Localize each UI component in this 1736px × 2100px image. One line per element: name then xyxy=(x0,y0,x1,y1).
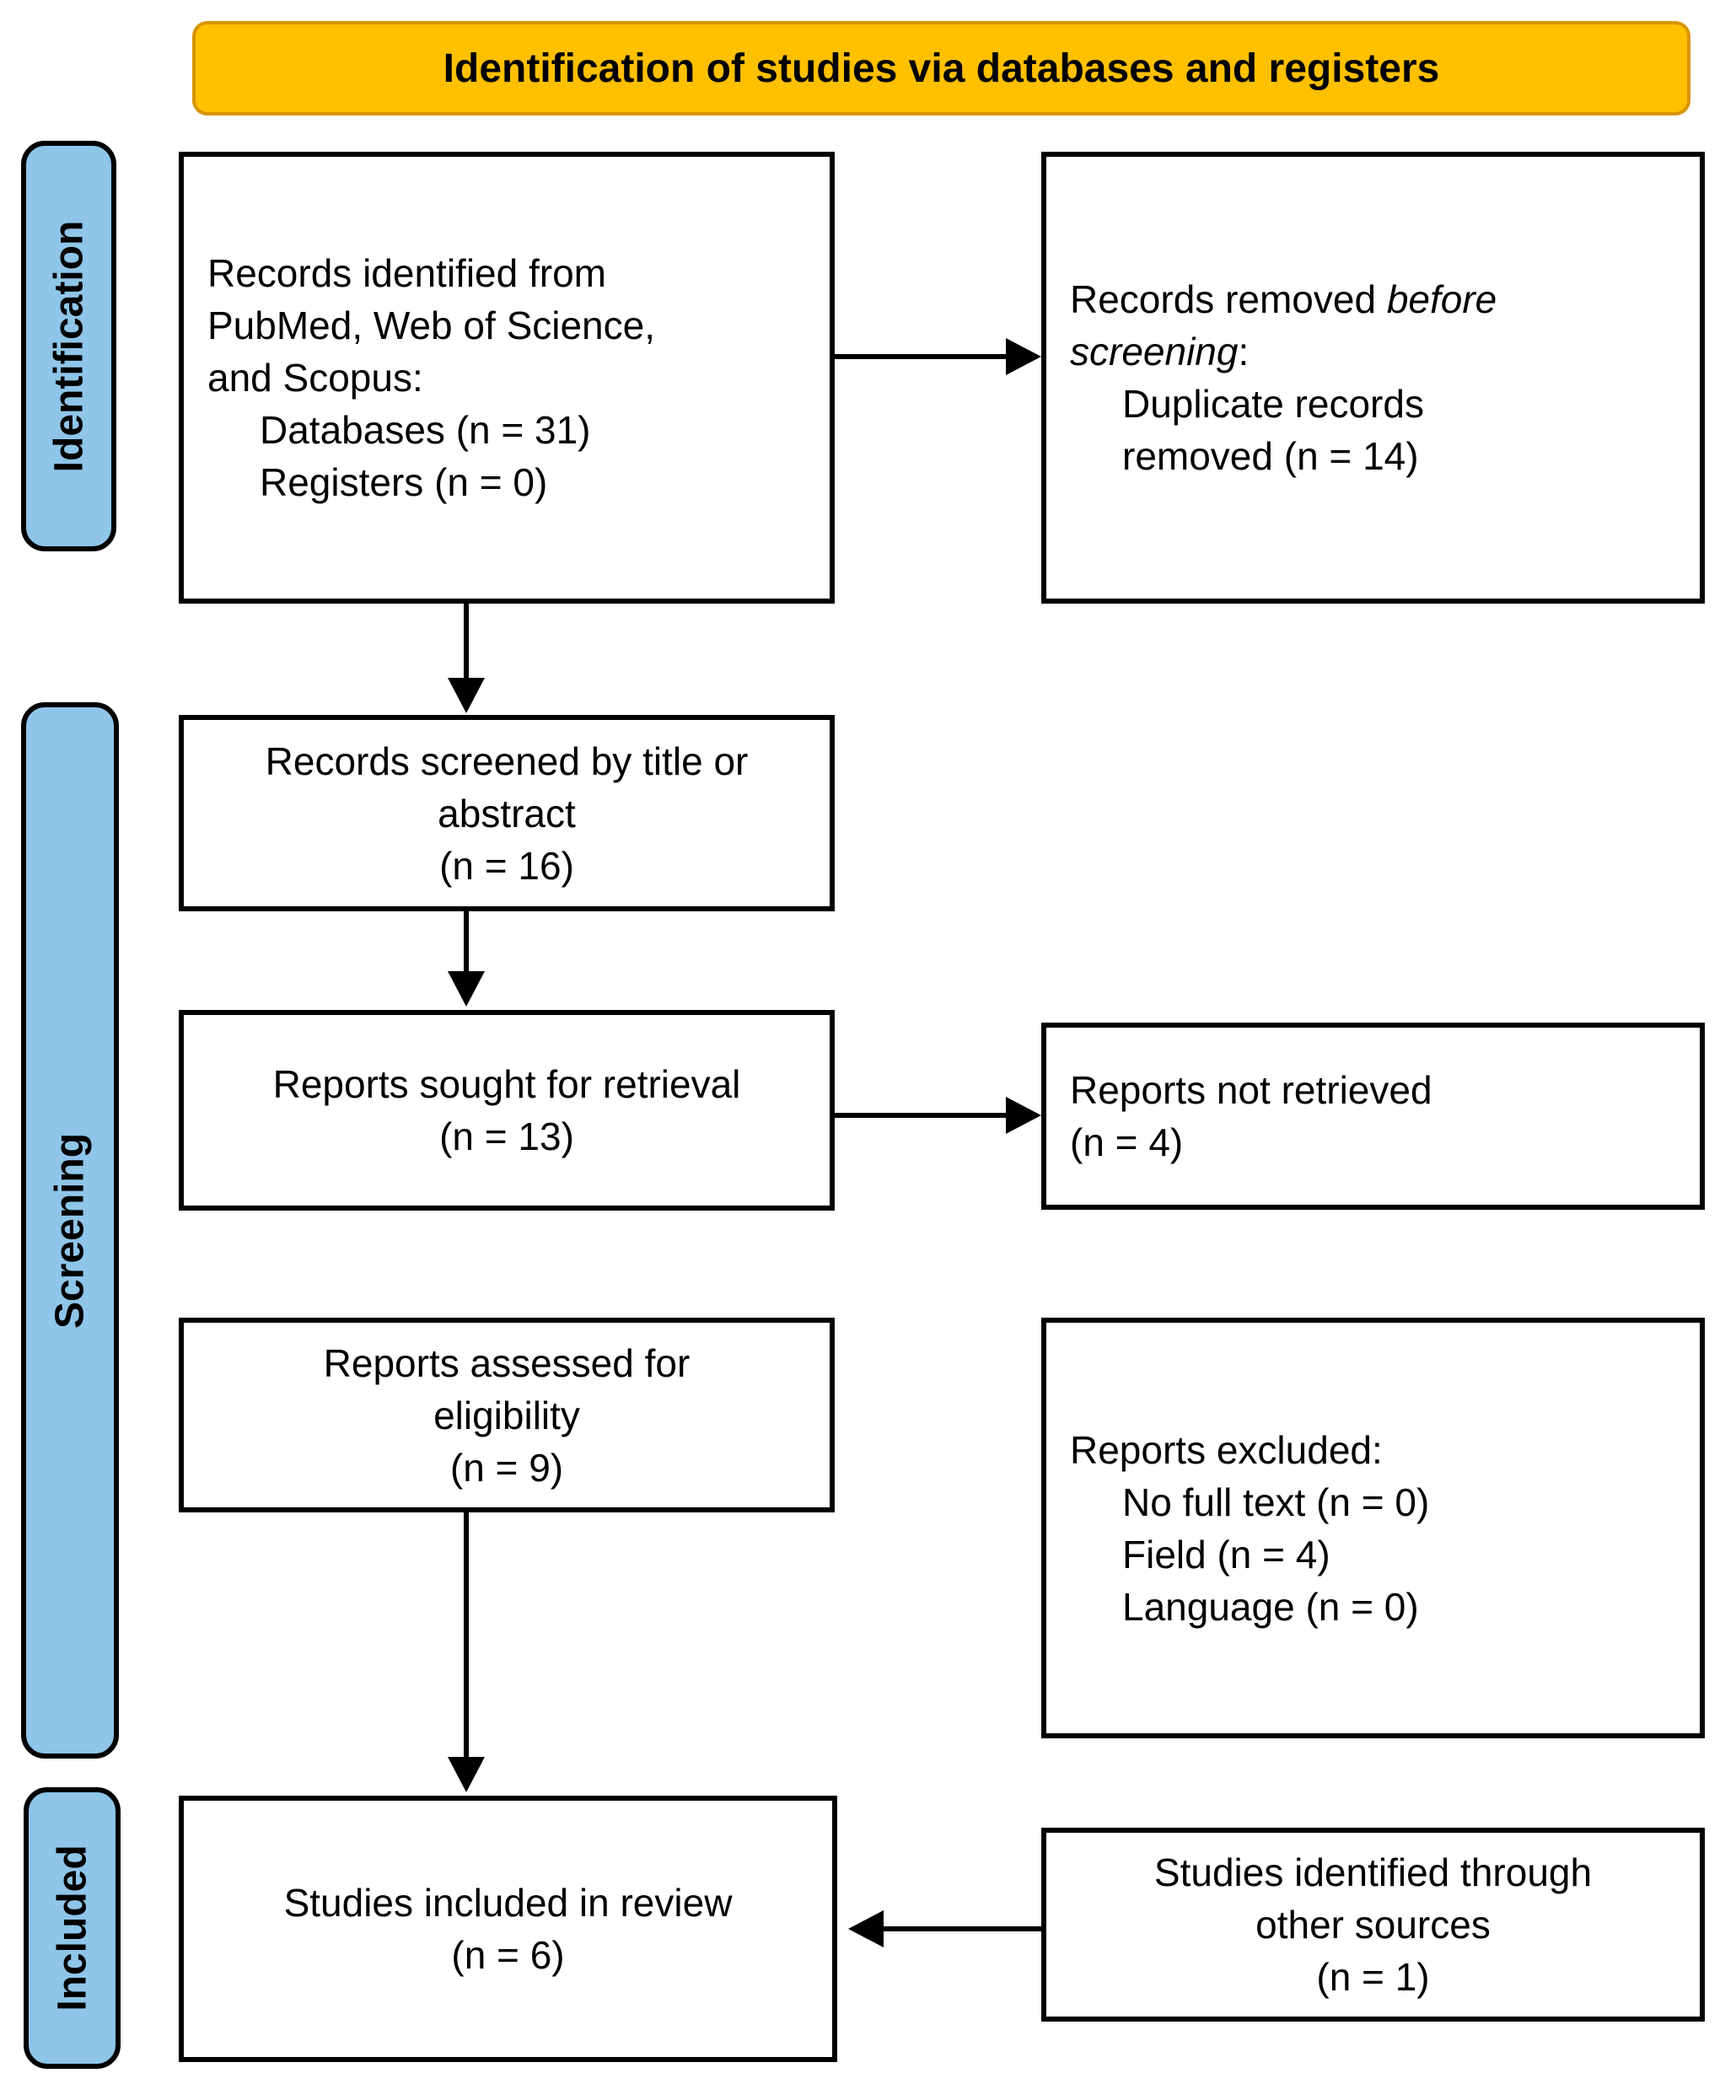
stage-bar-included: Included xyxy=(24,1787,121,2069)
box-text-line: PubMed, Web of Science, xyxy=(207,303,655,347)
box-text-line: eligibility xyxy=(433,1393,580,1437)
box-text-line: screening: xyxy=(1070,325,1686,378)
box-text-line: Records identified from xyxy=(207,251,606,295)
arrow-assessed-to-included-line xyxy=(464,1511,469,1760)
arrow-screened-to-sought-head xyxy=(448,971,485,1007)
arrow-other-sources-to-included-line xyxy=(880,1926,1041,1931)
box-records-identified: Records identified from PubMed, Web of S… xyxy=(179,152,835,604)
banner-title: Identification of studies via databases … xyxy=(192,21,1690,115)
arrow-identified-to-screened-line xyxy=(464,602,469,681)
box-text-line: Field (n = 4) xyxy=(1122,1532,1330,1576)
box-text-line: removed (n = 14) xyxy=(1122,434,1419,478)
arrow-assessed-to-included-head xyxy=(448,1757,485,1792)
box-text-line: Reports excluded: xyxy=(1070,1427,1383,1472)
arrow-identified-to-removed-line xyxy=(835,354,1009,359)
arrow-sought-to-not-retrieved-line xyxy=(835,1113,1009,1118)
box-text-italic: before xyxy=(1386,277,1497,321)
box-text-line: Studies identified through xyxy=(1153,1850,1593,1894)
arrow-identified-to-removed-head xyxy=(1006,338,1041,375)
arrow-sought-to-not-retrieved-head xyxy=(1006,1097,1041,1134)
box-text-line: (n = 9) xyxy=(449,1445,564,1490)
box-text-line: (n = 4) xyxy=(1070,1120,1184,1164)
box-text-line: Records screened by title or xyxy=(265,738,749,783)
box-records-removed: Records removed before screening: Duplic… xyxy=(1041,152,1705,604)
box-text-line: and Scopus: xyxy=(207,356,423,400)
stage-label-identification: Identification xyxy=(46,220,91,472)
stage-label-screening: Screening xyxy=(47,1132,93,1329)
box-text-line: Records removed before xyxy=(1070,273,1686,325)
box-text-line: other sources xyxy=(1255,1903,1491,1947)
box-text-line: abstract xyxy=(438,791,576,835)
box-text-line: Databases (n = 31) xyxy=(260,408,591,452)
box-text-line: No full text (n = 0) xyxy=(1122,1480,1430,1524)
stage-bar-identification: Identification xyxy=(21,141,116,551)
box-text-line: (n = 13) xyxy=(439,1114,574,1158)
stage-label-included: Included xyxy=(50,1845,94,2011)
box-text-line: Reports assessed for xyxy=(323,1340,691,1385)
arrow-identified-to-screened-head xyxy=(448,678,485,713)
box-text-line: (n = 6) xyxy=(451,1933,565,1977)
box-records-screened: Records screened by title or abstract (n… xyxy=(179,715,835,911)
box-text-line: Registers (n = 0) xyxy=(260,460,548,504)
stage-bar-screening: Screening xyxy=(21,702,119,1759)
box-reports-excluded: Reports excluded: No full text (n = 0) F… xyxy=(1041,1318,1705,1738)
arrow-screened-to-sought-line xyxy=(464,910,469,974)
box-studies-other-sources: Studies identified through other sources… xyxy=(1041,1828,1705,2022)
box-text-segment: : xyxy=(1238,330,1250,373)
box-reports-sought: Reports sought for retrieval (n = 13) xyxy=(179,1010,835,1211)
box-studies-included: Studies included in review (n = 6) xyxy=(179,1796,837,2062)
box-reports-assessed: Reports assessed for eligibility (n = 9) xyxy=(179,1318,835,1512)
box-text-line: Reports not retrieved xyxy=(1070,1068,1432,1112)
box-text-line: Language (n = 0) xyxy=(1122,1584,1419,1629)
box-text-segment: Records removed xyxy=(1070,277,1387,321)
box-text-italic: screening xyxy=(1070,330,1239,373)
arrow-other-sources-to-included-head xyxy=(848,1910,884,1947)
box-text-line: Studies included in review xyxy=(283,1881,733,1925)
box-text-line: (n = 1) xyxy=(1316,1955,1430,1999)
box-text-line: Reports sought for retrieval xyxy=(272,1062,741,1106)
box-text-line: Duplicate records xyxy=(1122,382,1424,426)
box-text-line: (n = 16) xyxy=(439,843,574,888)
box-reports-not-retrieved: Reports not retrieved (n = 4) xyxy=(1041,1023,1705,1210)
